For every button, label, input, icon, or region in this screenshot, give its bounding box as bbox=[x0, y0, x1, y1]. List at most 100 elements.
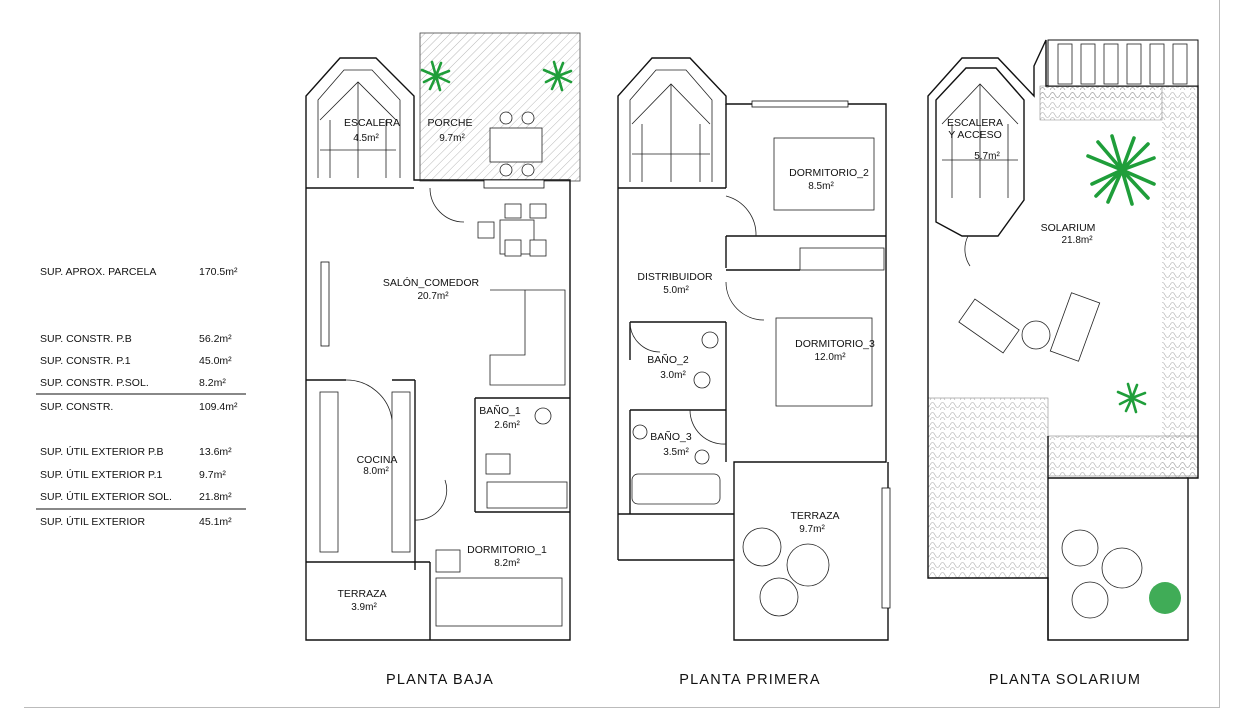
areas-row-label: SUP. ÚTIL EXTERIOR P.1 bbox=[40, 468, 163, 481]
stair-treads bbox=[631, 83, 711, 182]
stair-tower bbox=[935, 67, 1025, 237]
room-label: COCINA bbox=[357, 454, 398, 466]
room-label: SOLARIUM bbox=[1041, 222, 1096, 234]
toilet bbox=[534, 407, 552, 425]
plan-planta-solarium: ESCALERA Y ACCESO 5.7m² SOLARIUM 21.8m² … bbox=[927, 39, 1199, 688]
table bbox=[786, 543, 830, 587]
areas-row-value: 109.4m² bbox=[199, 401, 238, 413]
plan-title: PLANTA BAJA bbox=[386, 672, 494, 688]
plan-title: PLANTA SOLARIUM bbox=[989, 672, 1141, 688]
room-area: 4.5m² bbox=[353, 133, 379, 144]
plan-title: PLANTA PRIMERA bbox=[679, 672, 820, 688]
room-area: 2.6m² bbox=[494, 420, 520, 431]
perimeter-paving bbox=[1047, 435, 1199, 477]
chair bbox=[499, 163, 513, 177]
railing-post bbox=[1172, 43, 1188, 85]
kitchen-counter bbox=[319, 391, 339, 553]
railing-post bbox=[1057, 43, 1073, 85]
plan-planta-baja: ESCALERA 4.5m² PORCHE 9.7m² SALÓN_COMEDO… bbox=[305, 32, 581, 688]
armchair bbox=[742, 527, 782, 567]
areas-row: SUP. ÚTIL EXTERIOR SOL. 21.8m² bbox=[40, 490, 232, 503]
areas-row: SUP. ÚTIL EXTERIOR P.1 9.7m² bbox=[40, 468, 226, 481]
railing-post bbox=[1149, 43, 1165, 85]
room-area: 12.0m² bbox=[814, 352, 846, 363]
bed bbox=[435, 577, 563, 627]
stair-outline bbox=[629, 69, 713, 182]
sun-lounger bbox=[1049, 292, 1101, 362]
armchair bbox=[1071, 581, 1109, 619]
room-area: 21.8m² bbox=[1061, 235, 1093, 246]
areas-row: SUP. CONSTR. P.SOL. 8.2m² bbox=[40, 377, 226, 389]
porch-table bbox=[489, 127, 543, 163]
chair bbox=[521, 163, 535, 177]
room-label: DORMITORIO_1 bbox=[467, 544, 547, 556]
areas-row-value: 8.2m² bbox=[199, 377, 226, 389]
perimeter-paving bbox=[927, 397, 1049, 579]
chair bbox=[529, 203, 547, 219]
nightstand bbox=[435, 549, 461, 573]
door-swing bbox=[689, 409, 727, 445]
areas-row: SUP. CONSTR. P.1 45.0m² bbox=[40, 355, 232, 367]
chair bbox=[504, 239, 522, 257]
room-label: DORMITORIO_3 bbox=[795, 338, 875, 350]
room-area: 20.7m² bbox=[417, 291, 449, 302]
areas-row: SUP. ÚTIL EXTERIOR 45.1m² bbox=[40, 515, 232, 528]
room-area: 5.7m² bbox=[974, 151, 1000, 162]
chair bbox=[477, 221, 495, 239]
areas-row-value: 9.7m² bbox=[199, 469, 226, 481]
room-label: DORMITORIO_2 bbox=[789, 167, 869, 179]
door-swing bbox=[429, 187, 465, 223]
armchair bbox=[1061, 529, 1099, 567]
chair bbox=[504, 203, 522, 219]
toilet bbox=[693, 371, 711, 389]
window bbox=[320, 261, 330, 347]
areas-row: SUP. ÚTIL EXTERIOR P.B 13.6m² bbox=[40, 445, 232, 458]
areas-row: SUP. CONSTR. P.B 56.2m² bbox=[40, 333, 232, 345]
room-label: PORCHE bbox=[428, 117, 473, 129]
chair bbox=[529, 239, 547, 257]
room-label: SALÓN_COMEDOR bbox=[383, 276, 480, 289]
bed bbox=[775, 317, 873, 407]
railing-post bbox=[1080, 43, 1096, 85]
areas-row-label: SUP. CONSTR. P.1 bbox=[40, 355, 131, 367]
toilet bbox=[694, 449, 710, 465]
areas-row-label: SUP. APROX. PARCELA bbox=[40, 266, 156, 278]
room-label: DISTRIBUIDOR bbox=[637, 271, 713, 283]
palm-icon bbox=[1086, 134, 1156, 206]
window bbox=[751, 100, 849, 108]
bed bbox=[773, 137, 875, 211]
areas-row-value: 45.0m² bbox=[199, 355, 232, 367]
areas-row-value: 170.5m² bbox=[199, 266, 238, 278]
window bbox=[483, 179, 545, 189]
table bbox=[1101, 547, 1143, 589]
kitchen-counter bbox=[391, 391, 411, 553]
areas-row-value: 56.2m² bbox=[199, 333, 232, 345]
areas-row-value: 45.1m² bbox=[199, 516, 232, 528]
areas-row-label: SUP. CONSTR. P.SOL. bbox=[40, 377, 149, 389]
wardrobe bbox=[799, 247, 885, 271]
areas-row-label: SUP. ÚTIL EXTERIOR P.B bbox=[40, 445, 164, 458]
perimeter-paving bbox=[1162, 98, 1198, 478]
room-label: ESCALERA bbox=[344, 117, 400, 129]
door-swing bbox=[345, 379, 393, 421]
door-swing bbox=[964, 235, 971, 267]
room-area: 3.0m² bbox=[660, 370, 686, 381]
wardrobe bbox=[486, 481, 568, 509]
room-area: 9.7m² bbox=[799, 524, 825, 535]
stair-treads bbox=[941, 83, 1019, 198]
areas-row: SUP. CONSTR. 109.4m² bbox=[40, 401, 238, 413]
railing-post bbox=[1126, 43, 1142, 85]
areas-row-label: SUP. ÚTIL EXTERIOR bbox=[40, 515, 145, 528]
washbasin bbox=[632, 424, 648, 440]
stair-treads bbox=[319, 81, 397, 178]
areas-row-label: SUP. CONSTR. P.B bbox=[40, 333, 132, 345]
room-area: 9.7m² bbox=[439, 133, 465, 144]
room-label: ESCALERA bbox=[947, 117, 1003, 129]
railing-post bbox=[1103, 43, 1119, 85]
bathtub bbox=[631, 473, 721, 505]
areas-row-value: 13.6m² bbox=[199, 446, 232, 458]
room-label: BAÑO_3 bbox=[650, 430, 692, 443]
outer-wall bbox=[927, 39, 1199, 641]
door-swing bbox=[725, 281, 765, 321]
